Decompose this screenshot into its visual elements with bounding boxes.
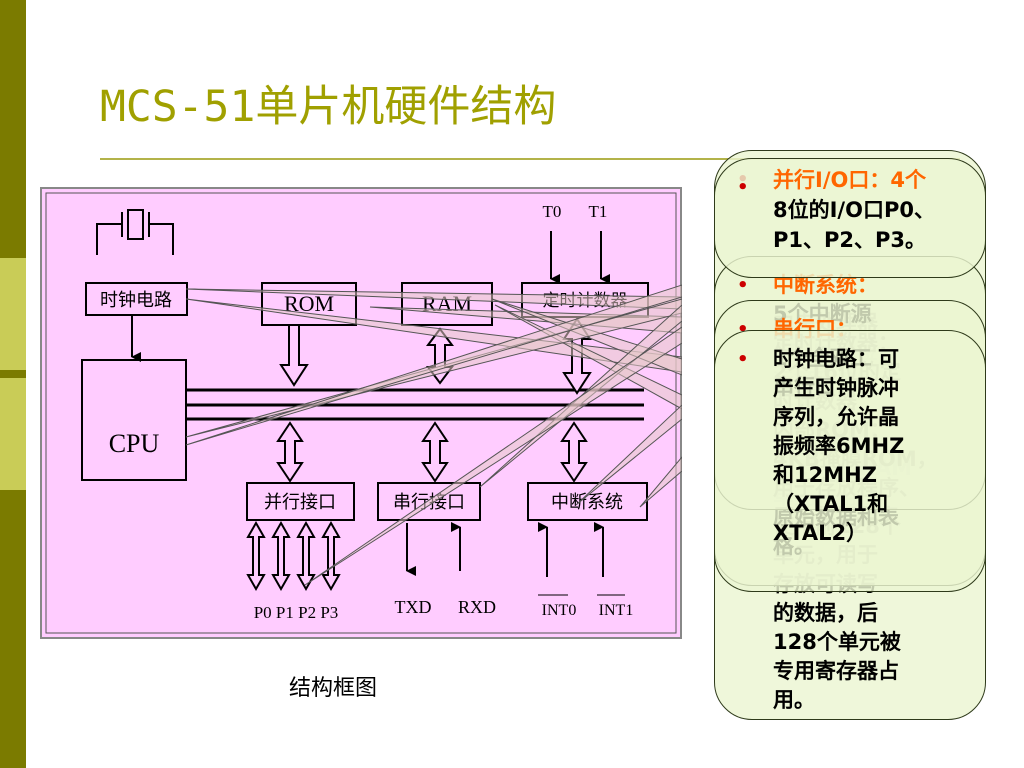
stripe-segment-light-2 bbox=[0, 378, 26, 490]
ports-label: P0 P1 P2 P3 bbox=[254, 603, 339, 622]
title-divider bbox=[100, 158, 960, 160]
callout-line: 的数据，后 bbox=[773, 601, 878, 625]
callout-bullet: • bbox=[737, 349, 749, 370]
callout-line: 产生时钟脉冲 bbox=[773, 376, 899, 400]
callout-line: P1、P2、P3。 bbox=[773, 228, 927, 252]
slide-title: MCS-51单片机硬件结构 bbox=[100, 82, 557, 132]
txd-label: TXD bbox=[395, 597, 432, 617]
callout-line: 8位的I/O口P0、 bbox=[773, 198, 935, 222]
t0-label: T0 bbox=[543, 202, 562, 221]
stripe-segment-dark-gap bbox=[0, 370, 26, 378]
clock-block-label: 时钟电路 bbox=[100, 290, 172, 310]
structure-block-diagram: 时钟电路 ROM RAM 定时计数器 CPU 并行接口 串行接口 中断系统 T0… bbox=[40, 187, 682, 639]
interrupt-block bbox=[527, 482, 648, 521]
callout-line: 时钟电路：可 bbox=[773, 347, 899, 371]
callout-line: （XTAL1和 bbox=[773, 492, 889, 516]
callout-clock-circuit: • 时钟电路：可产生时钟脉冲序列，允许晶振频率6MHZ 和12MHZ （XTAL1和… bbox=[714, 330, 986, 592]
callout-line: 和12MHZ bbox=[773, 463, 877, 487]
t1-label: T1 bbox=[589, 202, 608, 221]
int0-label: INT0 bbox=[542, 602, 577, 619]
callout-line: 振频率6MHZ bbox=[773, 434, 905, 458]
cpu-block bbox=[81, 359, 187, 481]
port-double-arrows bbox=[246, 520, 341, 592]
crystal-oscillator-symbol bbox=[96, 209, 174, 255]
callout-pointer-rays bbox=[185, 284, 682, 586]
callout-parallel-io: • 并行I/O口：4个 8位的I/O口P0、 P1、P2、P3。 bbox=[714, 158, 986, 278]
interrupt-block-label: 中断系统 bbox=[551, 492, 623, 512]
callout-line: XTAL2） bbox=[773, 521, 868, 545]
callout-line: 并行I/O口：4个 bbox=[773, 168, 926, 192]
diagram-caption: 结构框图 bbox=[289, 676, 378, 701]
callout-line: 专用寄存器占 bbox=[773, 659, 899, 683]
int1-label: INT1 bbox=[599, 602, 634, 619]
clock-block bbox=[85, 282, 188, 316]
stripe-segment-dark-top bbox=[0, 0, 26, 258]
stripe-segment-dark-bottom bbox=[0, 490, 26, 768]
callout-parallel-io-text: 并行I/O口：4个 8位的I/O口P0、 P1、P2、P3。 bbox=[773, 165, 983, 255]
callout-line: 用。 bbox=[773, 688, 815, 712]
rxd-label: RXD bbox=[458, 597, 496, 617]
callout-bullet: • bbox=[737, 177, 749, 198]
left-decorative-stripe bbox=[0, 0, 26, 768]
cpu-block-label: CPU bbox=[109, 429, 160, 458]
callout-line: 序列，允许晶 bbox=[773, 405, 899, 429]
callout-line: 128个单元被 bbox=[773, 630, 901, 654]
callout-bullet: • bbox=[737, 275, 749, 296]
callout-clock-circuit-text: 时钟电路：可产生时钟脉冲序列，允许晶振频率6MHZ 和12MHZ （XTAL1和 XT… bbox=[773, 345, 983, 548]
callout-bullet: • bbox=[737, 319, 749, 340]
parallel-port-block-label: 并行接口 bbox=[264, 492, 336, 512]
ram-block bbox=[401, 282, 493, 326]
parallel-port-block bbox=[246, 482, 355, 521]
stripe-segment-light-1 bbox=[0, 258, 26, 370]
